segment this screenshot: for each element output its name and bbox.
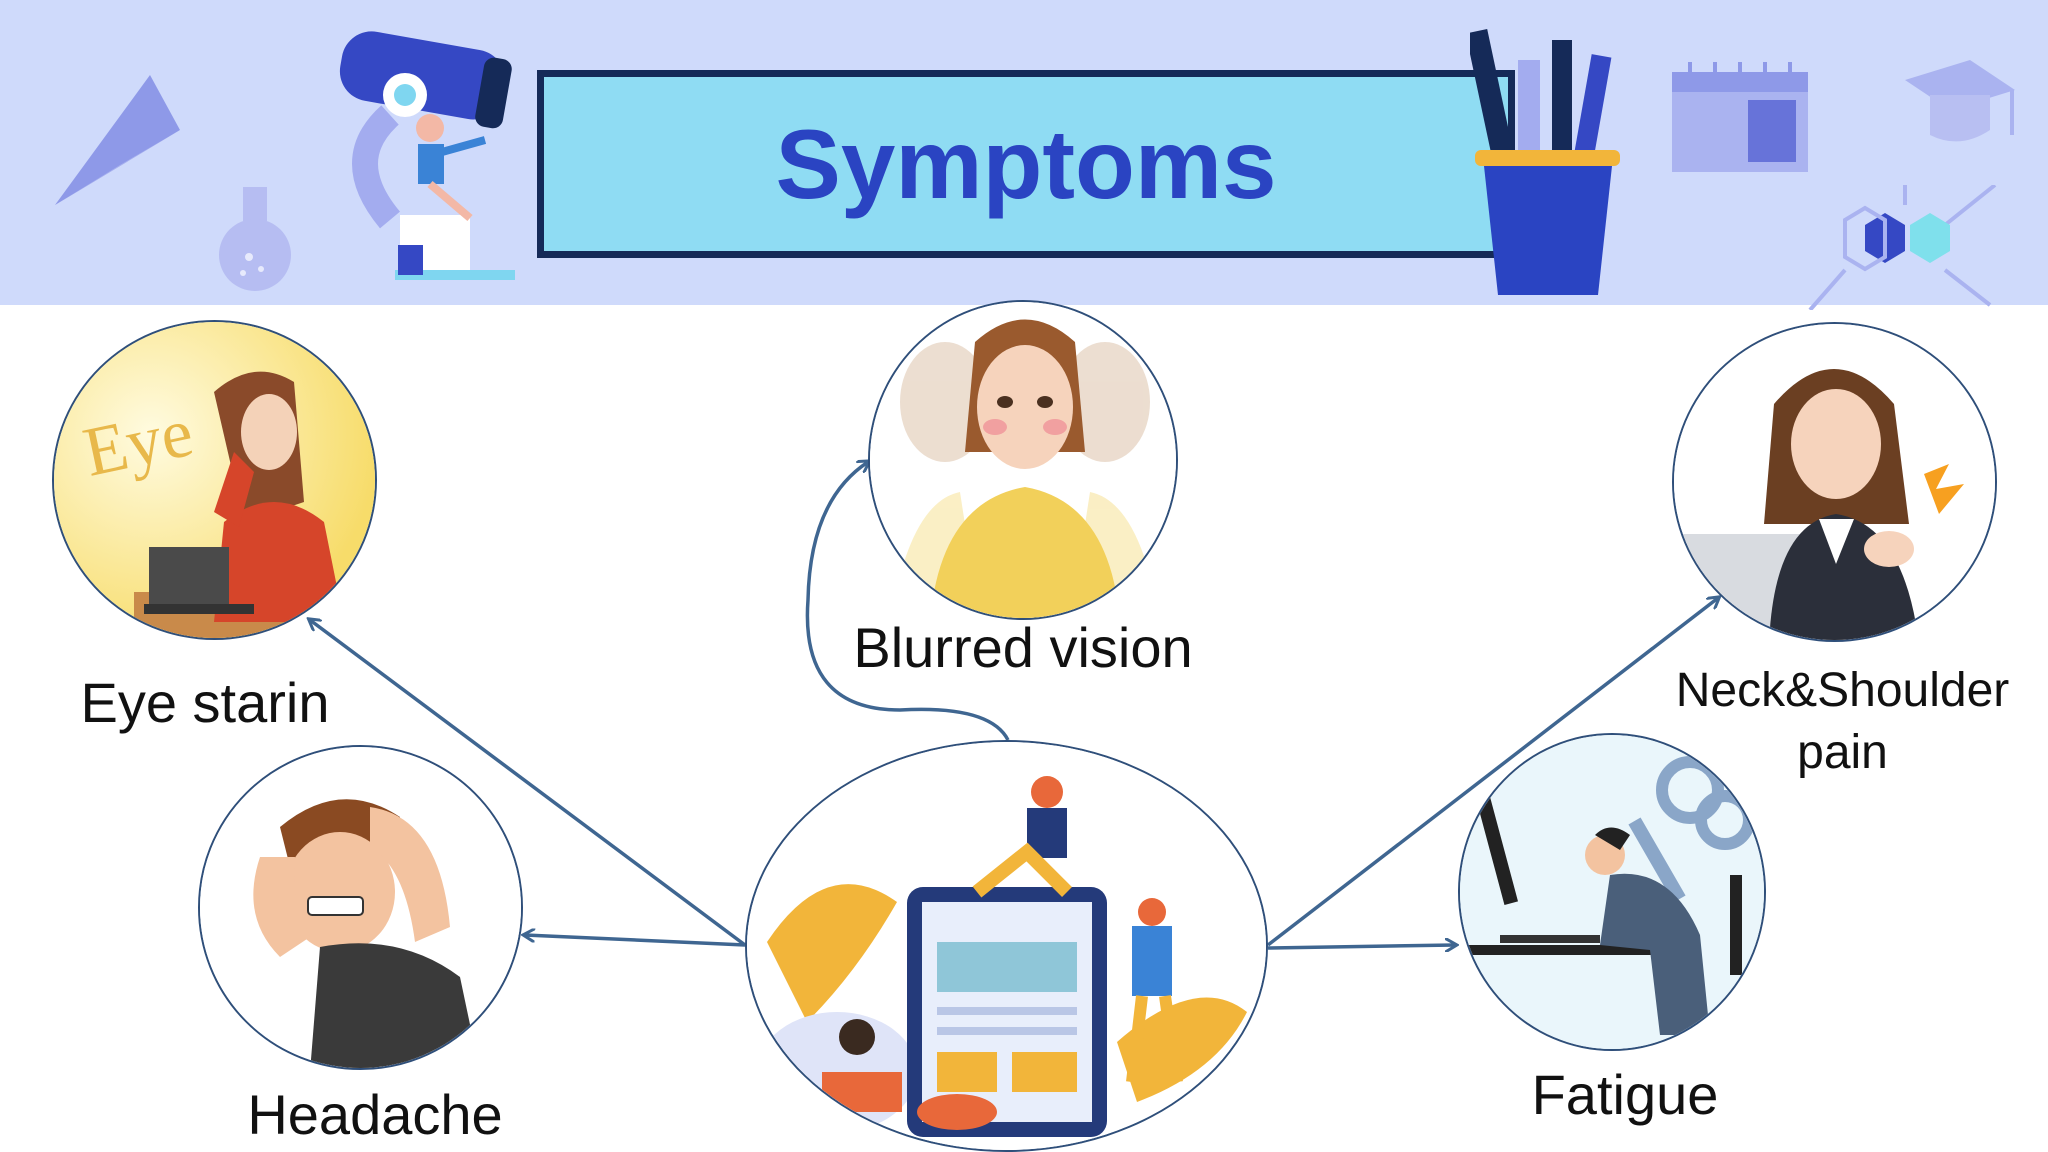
neck-shoulder-label: Neck&Shoulder pain bbox=[1650, 660, 2035, 784]
neck-shoulder-node bbox=[1672, 322, 1997, 642]
eye-strain-node: Eye bbox=[52, 320, 377, 640]
header-banner: Symptoms bbox=[0, 0, 2048, 310]
eye-strain-label: Eye starin bbox=[80, 671, 330, 734]
paper-plane-icon bbox=[55, 75, 180, 205]
blurred-vision-node bbox=[868, 300, 1178, 620]
microscope-icon bbox=[339, 31, 515, 280]
blurred-vision-illustration-icon bbox=[870, 302, 1176, 618]
arrow-to-eye-strain bbox=[310, 620, 747, 947]
neck-shoulder-label-line1: Neck&Shoulder bbox=[1675, 664, 2010, 717]
molecule-icon bbox=[1808, 185, 1997, 310]
center-node bbox=[745, 740, 1268, 1152]
headache-illustration-icon bbox=[200, 747, 521, 1068]
blurred-vision-label: Blurred vision bbox=[853, 616, 1193, 679]
headache-label: Headache bbox=[247, 1083, 503, 1146]
headache-node bbox=[198, 745, 523, 1070]
fatigue-node bbox=[1458, 733, 1766, 1051]
people-using-devices-illustration-icon bbox=[747, 742, 1266, 1150]
graduation-cap-icon bbox=[1905, 60, 2015, 142]
fatigue-illustration-icon bbox=[1460, 735, 1764, 1049]
arrow-to-headache bbox=[525, 935, 746, 947]
fatigue-label: Fatigue bbox=[1531, 1063, 1719, 1126]
page-title: Symptoms bbox=[775, 108, 1277, 219]
arrow-to-blurred-vision bbox=[805, 462, 1010, 741]
neck-shoulder-label-line2: pain bbox=[1797, 726, 1888, 779]
neck-shoulder-pain-illustration-icon bbox=[1674, 324, 1995, 640]
calendar-icon bbox=[1672, 62, 1808, 172]
flask-icon bbox=[219, 187, 291, 291]
pencil-cup-icon bbox=[1470, 29, 1620, 295]
arrow-to-fatigue bbox=[1267, 945, 1455, 948]
arrow-to-neck-shoulder bbox=[1266, 598, 1718, 947]
eye-strain-illustration-icon: Eye bbox=[54, 322, 375, 638]
